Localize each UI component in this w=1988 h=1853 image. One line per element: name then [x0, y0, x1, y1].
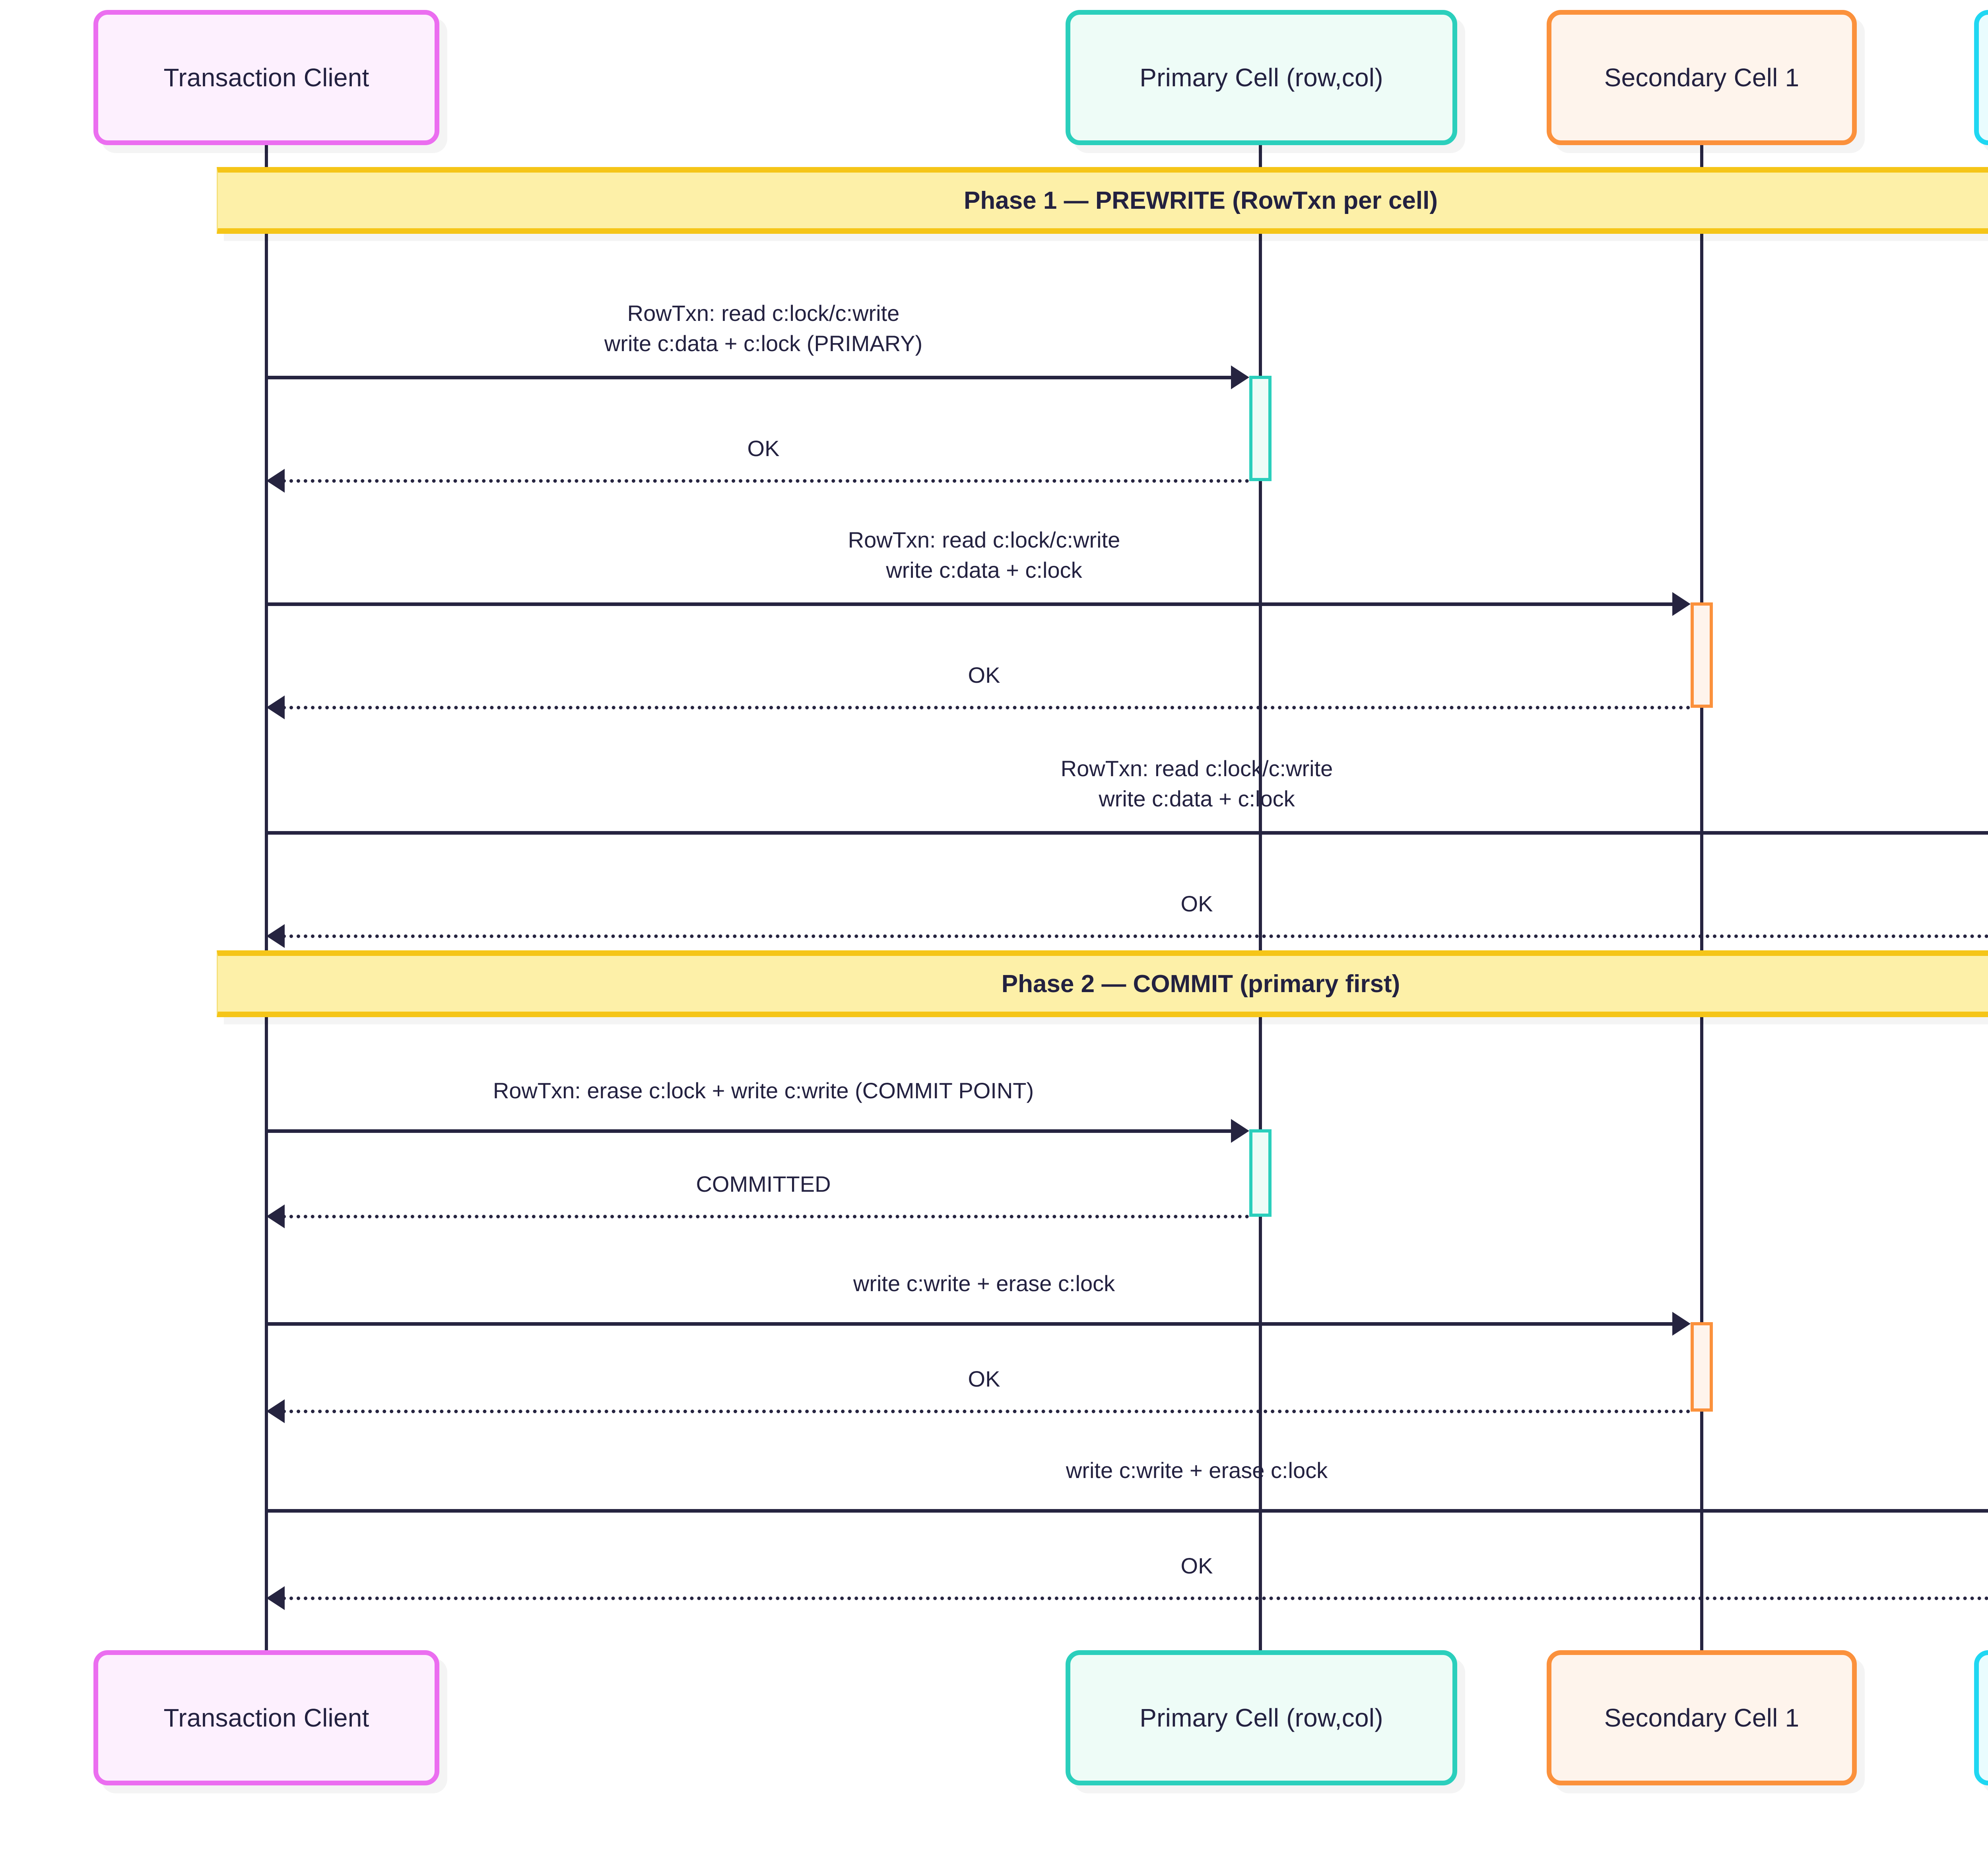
participant-box-bottom-sec1[interactable]: Secondary Cell 1	[1547, 1650, 1857, 1785]
participant-box-top-sec2[interactable]: Secondary Cell 2	[1974, 10, 1988, 145]
lifeline-primary	[1259, 145, 1262, 1650]
participant-box-top-client[interactable]: Transaction Client	[93, 10, 439, 145]
message-arrowhead-m1	[1231, 365, 1249, 389]
message-line-m9	[266, 1322, 1675, 1326]
participant-label-sec1: Secondary Cell 1	[1604, 63, 1800, 92]
activation-bar-primary	[1249, 376, 1272, 481]
message-line-m5	[266, 831, 1988, 835]
message-line-m7	[266, 1129, 1233, 1133]
participant-label-primary: Primary Cell (row,col)	[1140, 1703, 1383, 1732]
participant-label-sec1: Secondary Cell 1	[1604, 1703, 1800, 1732]
participant-label-primary: Primary Cell (row,col)	[1140, 63, 1383, 92]
participant-box-bottom-client[interactable]: Transaction Client	[93, 1650, 439, 1785]
message-label-m9: write c:write + erase c:lock	[853, 1271, 1115, 1296]
message-label-m6: OK	[1180, 891, 1213, 916]
lifeline-sec1	[1700, 145, 1703, 1650]
participant-box-top-primary[interactable]: Primary Cell (row,col)	[1066, 10, 1457, 145]
participant-box-bottom-sec2[interactable]: Secondary Cell 2	[1974, 1650, 1988, 1785]
message-arrowhead-m2	[266, 469, 285, 493]
phase-banner-phase1: Phase 1 — PREWRITE (RowTxn per cell)	[217, 167, 1988, 234]
message-arrowhead-m10	[266, 1399, 285, 1423]
message-line-m4	[282, 706, 1691, 709]
message-arrowhead-m6	[266, 924, 285, 948]
participant-box-bottom-primary[interactable]: Primary Cell (row,col)	[1066, 1650, 1457, 1785]
message-line-m11	[266, 1509, 1988, 1513]
message-arrowhead-m7	[1231, 1119, 1249, 1143]
message-label-m1: RowTxn: read c:lock/c:write write c:data…	[604, 301, 923, 356]
message-line-m10	[282, 1410, 1691, 1413]
message-arrowhead-m8	[266, 1204, 285, 1228]
message-arrowhead-m4	[266, 695, 285, 719]
phase-banner-label: Phase 1 — PREWRITE (RowTxn per cell)	[963, 186, 1438, 214]
message-line-m1	[266, 376, 1233, 379]
message-label-m5: RowTxn: read c:lock/c:write write c:data…	[1060, 756, 1333, 812]
activation-bar-sec1	[1691, 1322, 1713, 1412]
message-label-m2: OK	[747, 436, 780, 461]
message-arrowhead-m9	[1672, 1312, 1691, 1336]
message-label-m8: COMMITTED	[696, 1171, 831, 1196]
phase-banner-phase2: Phase 2 — COMMIT (primary first)	[217, 950, 1988, 1017]
participant-label-client: Transaction Client	[163, 63, 369, 92]
message-line-m2	[282, 479, 1249, 483]
message-label-m7: RowTxn: erase c:lock + write c:write (CO…	[493, 1078, 1034, 1103]
phase-banner-label: Phase 2 — COMMIT (primary first)	[1001, 970, 1400, 998]
message-line-m6	[282, 934, 1988, 938]
message-line-m8	[282, 1215, 1249, 1218]
lifeline-client	[265, 145, 268, 1650]
message-label-m10: OK	[968, 1366, 1000, 1391]
participant-label-client: Transaction Client	[163, 1703, 369, 1732]
message-line-m12	[282, 1597, 1988, 1600]
message-arrowhead-m3	[1672, 592, 1691, 616]
message-label-m4: OK	[968, 662, 1000, 688]
message-line-m3	[266, 602, 1675, 606]
message-label-m11: write c:write + erase c:lock	[1066, 1458, 1328, 1483]
message-label-m12: OK	[1180, 1553, 1213, 1578]
message-label-m3: RowTxn: read c:lock/c:write write c:data…	[848, 527, 1120, 583]
activation-bar-sec1	[1691, 602, 1713, 708]
message-arrowhead-m12	[266, 1586, 285, 1610]
activation-bar-primary	[1249, 1129, 1272, 1217]
participant-box-top-sec1[interactable]: Secondary Cell 1	[1547, 10, 1857, 145]
